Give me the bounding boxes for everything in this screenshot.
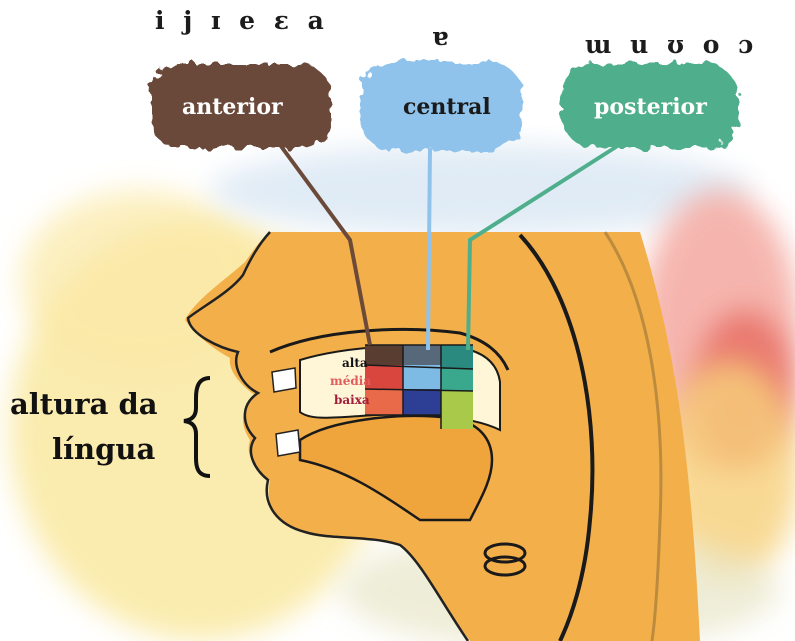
grid-cell-media-central [403, 365, 441, 389]
grid-cell-alta-central [403, 345, 441, 365]
central-vowel-symbol: ɐ [432, 22, 453, 51]
anterior-label: anterior [182, 94, 283, 120]
height-label-media: média [330, 374, 371, 388]
grid-cell-media-posterior [441, 369, 473, 391]
grid-cell-baixa-posterior [441, 391, 473, 429]
grid-cell-baixa-anterior [365, 389, 403, 415]
posterior-label: posterior [594, 94, 707, 120]
height-label-alta: alta [342, 356, 368, 370]
tongue-height-label-line2: língua [52, 432, 155, 466]
posterior-vowel-symbols: ɯ u ʊ o ɔ [585, 30, 758, 59]
grid-cell-alta-anterior [365, 345, 403, 365]
anterior-vowel-symbols: i j ɪ e ɛ a [155, 6, 329, 35]
grid-cell-baixa-central [403, 389, 441, 415]
tongue-height-label-line1: altura da [10, 387, 158, 421]
central-label: central [403, 94, 491, 120]
height-label-baixa: baixa [334, 393, 370, 407]
